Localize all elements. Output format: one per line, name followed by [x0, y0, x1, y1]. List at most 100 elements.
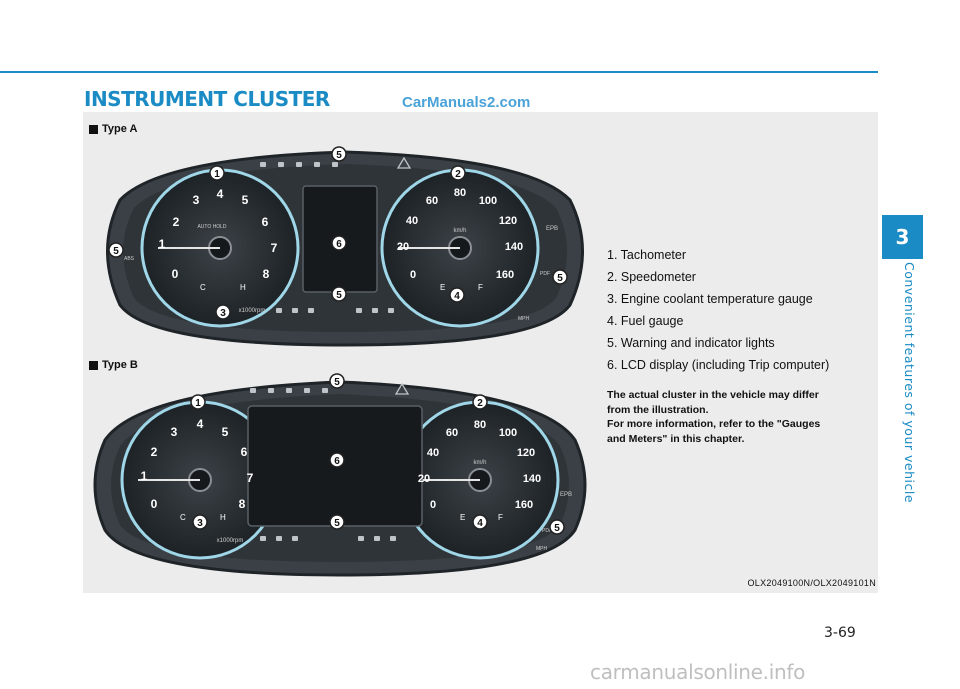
legend-item-speedometer: 2. Speedometer: [607, 270, 696, 284]
section-title: INSTRUMENT CLUSTER: [84, 87, 330, 111]
tach-ticks: 0 1 2 3 4 5 6 7 8: [141, 417, 254, 511]
abs-label: ABS: [124, 256, 135, 262]
callout-4: 4: [449, 287, 465, 303]
svg-text:4: 4: [477, 518, 483, 529]
tach-tick-8: 8: [263, 267, 270, 281]
note-line: from the illustration.: [607, 403, 709, 416]
svg-text:5: 5: [554, 523, 560, 534]
speed-ticks: 0 20 40 60 80 100 120 140 160: [418, 419, 541, 511]
temp-hot: H: [220, 513, 226, 522]
callouts-type-a: 1 2 3 4 5 5 5 5 6: [108, 146, 568, 320]
tach-tick-0: 0: [151, 497, 158, 511]
speed-tick-80: 80: [454, 187, 466, 199]
callout-6: 6: [329, 452, 345, 468]
legend-item-warning-lights: 5. Warning and indicator lights: [607, 336, 775, 350]
callout-5-top: 5: [329, 373, 345, 389]
tach-tick-4: 4: [217, 187, 224, 201]
top-rule: [0, 71, 878, 73]
note-line: For more information, refer to the "Gaug…: [607, 418, 821, 430]
tach-tick-6: 6: [262, 215, 269, 229]
svg-text:3: 3: [220, 308, 226, 319]
cluster-type-b-illustration: 0 1 2 3 4 5 6 7 8 0 20 40 60 80 100 120 …: [93, 373, 587, 577]
fuel-empty: E: [460, 513, 465, 522]
svg-text:5: 5: [557, 273, 563, 284]
callout-5-left: 5: [108, 242, 124, 258]
fuel-full: F: [478, 283, 483, 292]
tach-tick-3: 3: [171, 425, 178, 439]
speed-tick-80: 80: [474, 419, 486, 431]
callout-5-right: 5: [549, 519, 565, 535]
warning-icons-top: [260, 156, 412, 169]
square-bullet-icon: [89, 360, 98, 370]
speed-tick-0: 0: [430, 499, 436, 511]
callout-5-bottom: 5: [331, 286, 347, 302]
type-b-label: Type B: [89, 359, 138, 371]
type-b-text: Type B: [102, 359, 138, 371]
callout-4: 4: [472, 514, 488, 530]
callout-1: 1: [190, 394, 206, 410]
svg-text:2: 2: [477, 398, 483, 409]
svg-text:6: 6: [336, 239, 342, 250]
kmh-unit: km/h: [453, 228, 466, 234]
mph-unit: MPH: [536, 546, 548, 552]
callout-5-bottom: 5: [329, 514, 345, 530]
speed-tick-160: 160: [515, 499, 533, 511]
legend-item-lcd-display: 6. LCD display (including Trip computer): [607, 358, 830, 372]
callouts-type-b: 1 2 3 4 5 5 5 6: [190, 373, 565, 535]
speed-tick-120: 120: [517, 447, 535, 459]
svg-text:5: 5: [336, 290, 342, 301]
chapter-title: Convenient features of your vehicle: [902, 262, 917, 504]
legend-item-coolant-gauge: 3. Engine coolant temperature gauge: [607, 292, 813, 306]
auto-hold-label: AUTO HOLD: [197, 224, 226, 230]
note-line: The actual cluster in the vehicle may di…: [607, 389, 819, 401]
svg-text:1: 1: [195, 398, 201, 409]
fuel-empty: E: [440, 283, 445, 292]
figure-code: OLX2049100N/OLX2049101N: [747, 578, 876, 588]
speed-tick-20: 20: [397, 241, 409, 253]
cluster-type-a-illustration: 0 1 2 3 4 5 6 7 8 0 20 40 60 80 100 120 …: [106, 146, 584, 347]
speed-tick-100: 100: [479, 195, 497, 207]
type-a-text: Type A: [102, 123, 138, 135]
temp-hot: H: [240, 283, 246, 292]
svg-text:1: 1: [214, 169, 220, 180]
callout-5-top: 5: [331, 146, 347, 162]
rpm-unit: x1000rpm: [239, 308, 266, 314]
callout-3: 3: [215, 304, 231, 320]
speed-tick-40: 40: [427, 447, 439, 459]
epb-label: EPB: [560, 492, 572, 498]
callout-5-right: 5: [552, 269, 568, 285]
tach-ticks: 0 1 2 3 4 5 6 7 8: [159, 187, 278, 281]
tach-tick-5: 5: [242, 193, 249, 207]
temp-cold: C: [200, 283, 206, 292]
type-a-label: Type A: [89, 123, 137, 135]
speed-tick-60: 60: [446, 427, 458, 439]
note-line: and Meters" in this chapter.: [607, 432, 745, 445]
pdf-label: PDF: [542, 528, 552, 534]
illustration-note: The actual cluster in the vehicle may di…: [607, 388, 867, 446]
speed-ticks: 0 20 40 60 80 100 120 140 160: [397, 187, 523, 281]
svg-text:5: 5: [113, 246, 119, 257]
speed-tick-160: 160: [496, 269, 514, 281]
svg-text:4: 4: [454, 291, 460, 302]
callout-6: 6: [331, 235, 347, 251]
tach-tick-3: 3: [193, 193, 200, 207]
callout-3: 3: [192, 514, 208, 530]
rpm-unit: x1000rpm: [217, 538, 244, 544]
speed-tick-140: 140: [523, 473, 541, 485]
svg-text:6: 6: [334, 456, 340, 467]
watermark-top: CarManuals2.com: [402, 94, 531, 111]
svg-text:5: 5: [334, 377, 340, 388]
callout-2: 2: [472, 394, 488, 410]
pdf-label: PDF: [540, 271, 550, 277]
speed-tick-20: 20: [418, 473, 430, 485]
tach-tick-8: 8: [239, 497, 246, 511]
tach-tick-0: 0: [172, 267, 179, 281]
speed-tick-120: 120: [499, 215, 517, 227]
fuel-full: F: [498, 513, 503, 522]
watermark-bottom: carmanualsonline.info: [590, 660, 806, 684]
speed-tick-0: 0: [410, 269, 416, 281]
warning-icons-bottom: [276, 308, 394, 313]
epb-label: EPB: [546, 226, 558, 232]
svg-text:5: 5: [334, 518, 340, 529]
legend-item-tachometer: 1. Tachometer: [607, 248, 686, 262]
